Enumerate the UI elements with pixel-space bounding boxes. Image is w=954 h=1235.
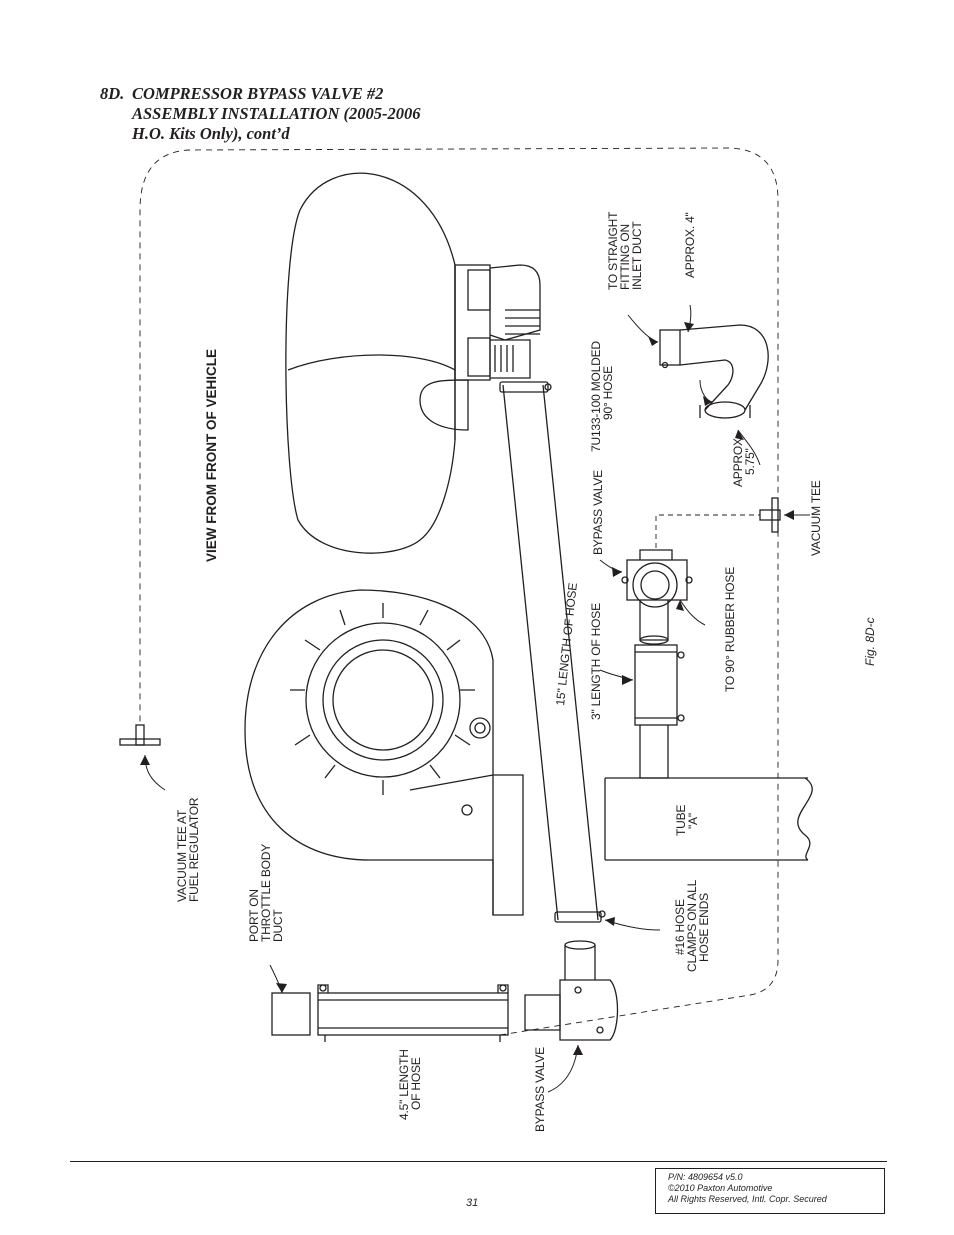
straight-fitting-label-1: TO STRAIGHT <box>606 211 620 290</box>
part-number: P/N: 4809654 v5.0 <box>668 1172 743 1182</box>
footer-rule <box>70 1161 887 1162</box>
heading-line-3: H.O. Kits Only), cont’d <box>132 124 290 143</box>
short-hose <box>634 644 685 779</box>
dashed-boundary <box>139 147 779 1036</box>
view-from-front-label: VIEW FROM FRONT OF VEHICLE <box>204 349 219 562</box>
bypass-valve-bottom <box>524 940 619 1041</box>
page-number: 31 <box>466 1197 479 1209</box>
supercharger-body <box>285 172 541 554</box>
copyright: ©2010 Paxton Automotive <box>668 1183 773 1193</box>
tube-a <box>604 777 813 861</box>
port-throttle-label-1: PORT ON <box>247 889 261 942</box>
straight-fitting-label-3: INLET DUCT <box>630 221 644 290</box>
section-number: 8D. <box>100 84 125 103</box>
heading-line-1: COMPRESSOR BYPASS VALVE #2 <box>132 84 384 103</box>
hose-clamps-label-2: CLAMPS ON ALL <box>685 879 699 972</box>
tube-a-label-2: "A" <box>686 813 700 829</box>
tube-a-label-1: TUBE <box>674 805 688 836</box>
bypass-valve-top-label: BYPASS VALVE <box>591 470 605 555</box>
throttle-port <box>271 984 509 1042</box>
heading-line-2: ASSEMBLY INSTALLATION (2005-2006 <box>132 104 421 123</box>
straight-fitting-label-2: FITTING ON <box>618 224 632 290</box>
rubber-hose-label: TO 90° RUBBER HOSE <box>723 567 737 692</box>
molded-hose-label-2: 90° HOSE <box>601 366 615 420</box>
port-throttle-label-2: THROTTLE BODY <box>259 844 273 942</box>
molded-hose-label-1: 7U133-100 MOLDED <box>589 341 603 452</box>
compressor-head <box>244 589 524 916</box>
molded-90-hose <box>659 324 769 419</box>
three-inch-hose-label: 3" LENGTH OF HOSE <box>589 603 603 720</box>
port-throttle-label-3: DUCT <box>271 909 285 942</box>
vacuum-tee <box>655 497 781 548</box>
fifteen-inch-hose-label: 15" LENGTH OF HOSE <box>553 582 580 706</box>
approx-4-label: APPROX. 4" <box>683 212 697 278</box>
vacuum-tee-fuel-label-1: VACUUM TEE AT <box>175 809 189 902</box>
hose-clamps-label-3: HOSE ENDS <box>697 893 711 962</box>
four-five-hose-label-2: OF HOSE <box>409 1057 423 1110</box>
approx-575-label-1: APPROX <box>731 438 745 487</box>
section-heading: 8D. COMPRESSOR BYPASS VALVE #2 ASSEMBLY I… <box>100 84 420 144</box>
long-hose <box>499 381 606 923</box>
leader-lines <box>144 304 810 1093</box>
four-five-hose-label-1: 4.5" LENGTH <box>397 1049 411 1120</box>
fuel-regulator-tee <box>119 724 161 746</box>
hose-clamps-label-1: #16 HOSE <box>673 899 687 955</box>
vacuum-tee-fuel-label-2: FUEL REGULATOR <box>187 797 201 902</box>
rights-notice: All Rights Reserved, Intl. Copr. Secured <box>668 1194 827 1204</box>
arrowheads <box>140 322 794 1055</box>
approx-575-label-2: 5.75" <box>743 448 757 475</box>
document-info-box: P/N: 4809654 v5.0 ©2010 Paxton Automotiv… <box>655 1168 885 1214</box>
bypass-valve-top <box>621 549 693 645</box>
vacuum-tee-label: VACUUM TEE <box>809 480 823 556</box>
bypass-valve-bottom-label: BYPASS VALVE <box>533 1047 547 1132</box>
figure-caption: Fig. 8D-c <box>863 617 877 666</box>
